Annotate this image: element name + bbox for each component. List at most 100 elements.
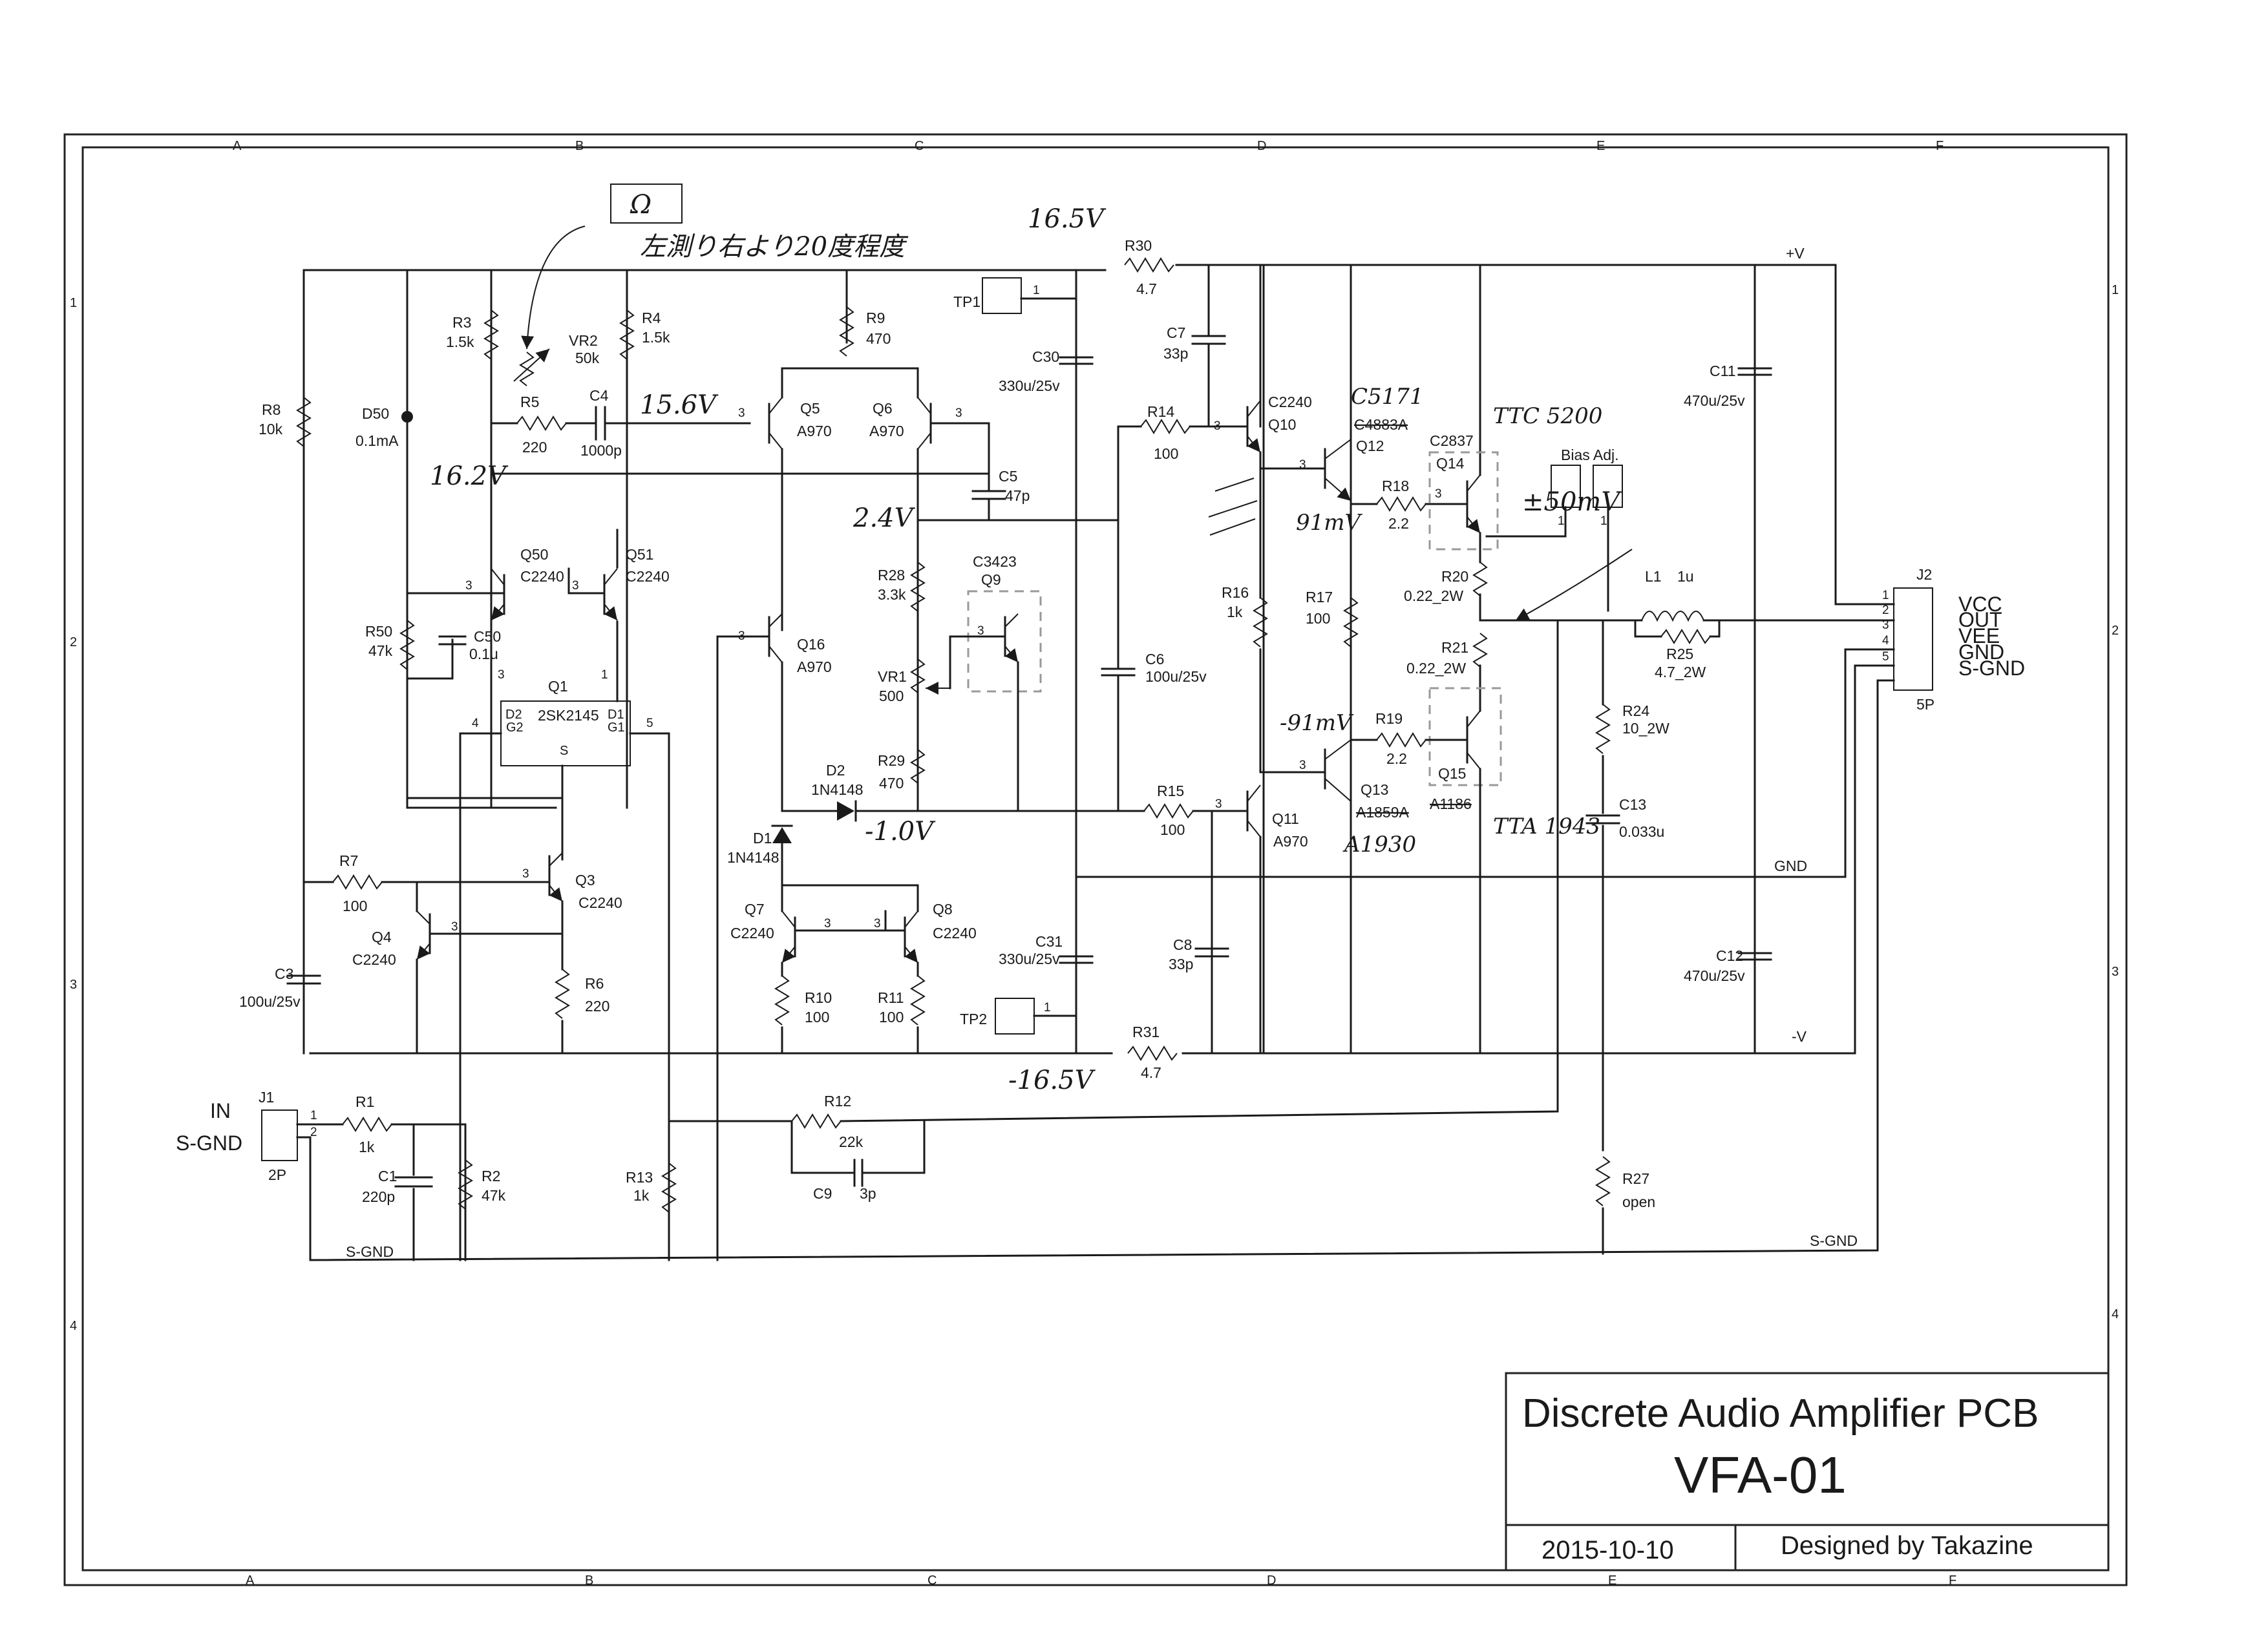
- q3-value: C2240: [578, 894, 622, 911]
- grid-col-e-bottom: E: [1608, 1573, 1616, 1588]
- c30-ref: C30: [1032, 348, 1059, 365]
- r11-value: 100: [879, 1009, 904, 1025]
- wire-segment: [549, 852, 563, 867]
- wire-segment: [1595, 1156, 1611, 1206]
- wire-segment: [1247, 436, 1261, 453]
- l1-value: 1u: [1677, 568, 1694, 585]
- q13-ref: Q13: [1361, 781, 1388, 798]
- wire-segment: [840, 619, 1559, 1122]
- q13-value: A1859A: [1356, 804, 1410, 821]
- vr2-ref: VR2: [569, 332, 598, 349]
- d2-ref: D2: [826, 762, 845, 779]
- note-v-c4: 15.6V: [640, 390, 719, 420]
- wire-segment: [837, 801, 854, 821]
- wire-segment: [910, 975, 926, 1025]
- c6-ref: C6: [1145, 651, 1164, 668]
- note-scribble: [1208, 478, 1258, 536]
- d1-value: 1N4148: [727, 849, 779, 866]
- wire-segment: [1324, 478, 1351, 501]
- wire-segment: [768, 432, 783, 450]
- r9-value: 470: [866, 330, 891, 347]
- q7-ref: Q7: [745, 901, 765, 918]
- wire-segment: [1485, 506, 1567, 538]
- r5-ref: R5: [520, 394, 539, 410]
- r24-value: 10_2W: [1622, 720, 1669, 737]
- c13-ref: C13: [1619, 796, 1646, 813]
- note-jp: 左測り右より20度程度: [640, 232, 909, 262]
- grid-row-1-left: 1: [70, 296, 77, 310]
- tp1-ref: TP1: [953, 293, 980, 310]
- q6-value: A970: [869, 423, 904, 439]
- c13-value: 0.033u: [1619, 823, 1664, 840]
- q51-ref: Q51: [626, 546, 653, 563]
- q4-pin3: 3: [451, 920, 458, 934]
- note-v-left: 16.2V: [430, 461, 509, 491]
- c3-ref: C3: [275, 965, 293, 982]
- grid-col-b-top: B: [575, 139, 584, 153]
- note-v-q13: -91mV: [1280, 710, 1354, 736]
- q1-s: S: [560, 744, 568, 758]
- note-q12-sub: C5171: [1351, 384, 1424, 410]
- j1-label-in: IN: [210, 1099, 231, 1122]
- r7-ref: R7: [339, 852, 358, 869]
- wire-segment: [1343, 597, 1359, 647]
- c3-value: 100u/25v: [239, 993, 301, 1010]
- wire-segment: [1428, 687, 1502, 786]
- q8-ref: Q8: [933, 901, 953, 918]
- wire-segment: [1324, 778, 1351, 802]
- wire-segment: [629, 732, 670, 1261]
- q14-pin3: 3: [1435, 487, 1442, 501]
- q1-d2: D2: [505, 708, 522, 722]
- j1-ref: J1: [259, 1089, 274, 1106]
- r6-ref: R6: [585, 975, 604, 992]
- grid-col-d-bottom: D: [1267, 1573, 1276, 1588]
- q1-d1: D1: [608, 708, 624, 722]
- d50-value: 0.1mA: [355, 432, 399, 449]
- wire-segment: [399, 620, 415, 670]
- q12-value: C4883A: [1354, 416, 1408, 433]
- tp2-pin: 1: [1044, 1001, 1051, 1015]
- r9-ref: R9: [866, 310, 885, 326]
- vr1-value: 500: [879, 688, 904, 704]
- r30-value: 4.7: [1136, 280, 1157, 297]
- q14-ref: Q14: [1436, 455, 1465, 472]
- r14-value: 100: [1154, 445, 1178, 462]
- wire-segment: [839, 306, 854, 357]
- j2-sig-vee: VEE: [1958, 624, 2000, 647]
- wire-segment: [781, 842, 919, 887]
- r18-ref: R18: [1382, 478, 1409, 494]
- q50-value: C2240: [520, 568, 564, 585]
- c50-ref: C50: [474, 628, 501, 645]
- wire-segment: [1467, 474, 1481, 492]
- l1-ref: L1: [1645, 568, 1662, 585]
- net-vplus: +V: [1786, 245, 1805, 262]
- r31-ref: R31: [1132, 1024, 1160, 1040]
- wire-segment: [774, 975, 790, 1025]
- r25-value: 4.7_2W: [1655, 664, 1706, 680]
- wire-segment: [1247, 820, 1261, 837]
- c31-value: 330u/25v: [999, 951, 1060, 967]
- wire-segment: [1634, 619, 1662, 638]
- wire-segment: [1376, 732, 1426, 748]
- q4-value: C2240: [352, 951, 396, 968]
- j2-sig-sgnd: S-GND: [1958, 657, 2025, 680]
- c11-ref: C11: [1710, 363, 1736, 379]
- note-v-d2: -1.0V: [865, 817, 936, 847]
- wire-segment: [1127, 1046, 1178, 1061]
- q6-ref: Q6: [873, 400, 893, 417]
- designer-text: Designed by Takazine: [1781, 1531, 2033, 1560]
- grid-col-f-top: F: [1936, 139, 1944, 153]
- wire-segment: [1428, 451, 1499, 551]
- wire-segment: [716, 635, 770, 1261]
- r7-value: 100: [343, 898, 367, 914]
- input-stage: R8 10k D50 0.1mA R3 1.5k R4 1.5k VR2 50k…: [259, 310, 990, 1261]
- wire-segment: [982, 277, 1022, 314]
- r4-value: 1.5k: [642, 329, 670, 346]
- wire-segment: [1004, 613, 1019, 627]
- grid-col-f-bottom: F: [1949, 1573, 1956, 1588]
- j1-label-sgnd: S-GND: [176, 1131, 242, 1155]
- r3-value: 1.5k: [446, 333, 474, 350]
- wire-segment: [1247, 784, 1261, 802]
- wire-segment: [790, 1120, 854, 1174]
- note-arrow-vr2: [521, 226, 586, 350]
